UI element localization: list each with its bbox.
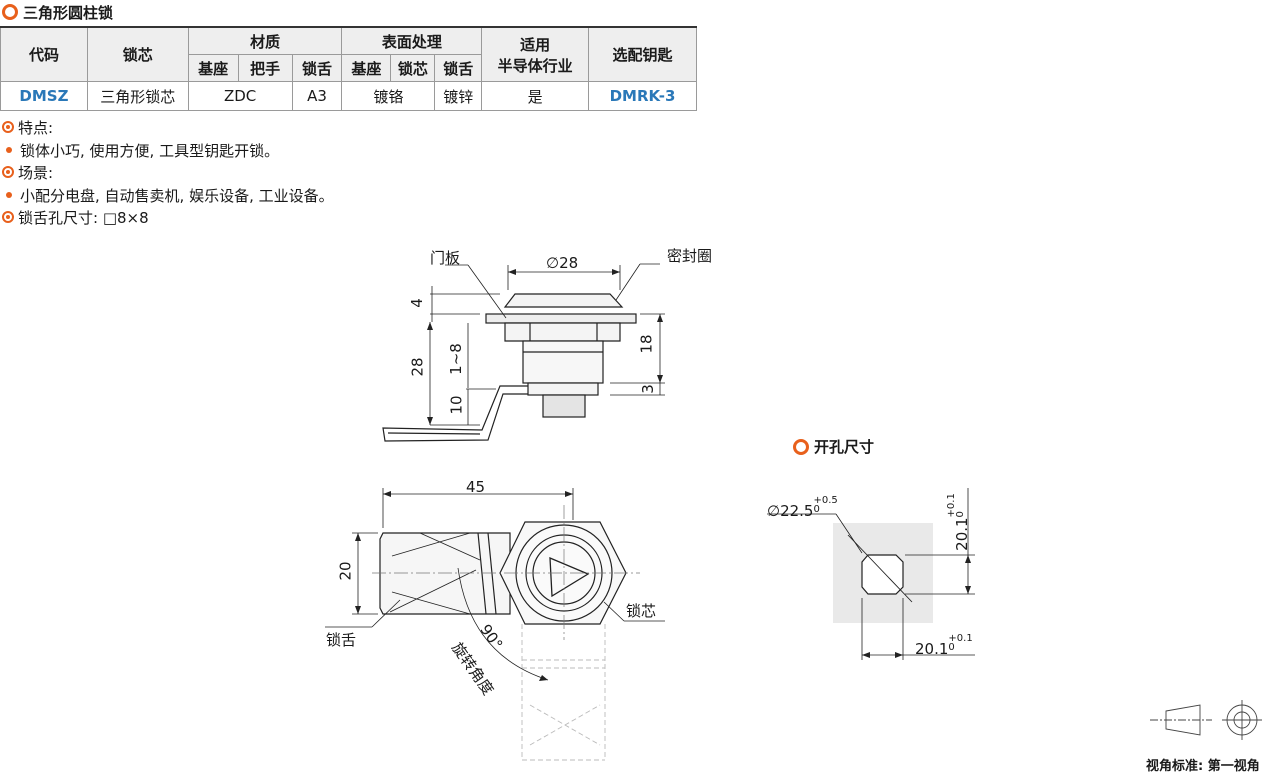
cell-surf-base-core: 镀铬 [341,81,436,111]
view-standard: 视角标准: 第一视角 [1146,759,1260,774]
spec-table: 代码 锁芯 材质 表面处理 适用 半导体行业 选配钥匙 基座 把手 锁舌 基座 … [0,26,697,111]
label-core: 锁芯 [626,602,657,620]
th-semi-line1: 适用 [520,35,551,54]
cutout-dia-tol-up: +0.5 [813,495,838,506]
hole-size-text: 锁舌孔尺寸: □8×8 [18,208,149,227]
th-code: 代码 [0,26,88,82]
cutout-heading: 开孔尺寸 [793,436,874,457]
th-sub: 锁芯 [390,54,436,82]
cutout-dia-tol-dn: 0 [813,504,820,515]
cell-key: DMRK-3 [588,81,697,111]
bullet-icon [6,147,12,153]
dim-dia28: ∅28 [546,254,579,272]
th-sub: 基座 [341,54,392,82]
table-header-row: 代码 锁芯 材质 表面处理 适用 半导体行业 选配钥匙 [0,26,697,82]
th-sub: 把手 [237,54,293,82]
cutout-v-tol-dn: 0 [954,511,966,518]
th-sub: 锁舌 [434,54,483,82]
th-semi-line2: 半导体行业 [497,56,573,75]
features-label: 特点: [18,118,54,137]
dim-20: 20 [336,561,355,581]
th-surface: 表面处理 [341,26,483,55]
cell-code: DMSZ [0,81,88,111]
cell-core: 三角形锁芯 [86,81,189,111]
ring-icon [793,438,809,455]
dim-3: 3 [638,384,657,394]
scene-label: 场景: [18,163,54,182]
dim-4: 4 [407,298,426,308]
th-key: 选配钥匙 [588,26,697,82]
th-sub: 基座 [187,54,239,82]
th-sub: 锁舌 [291,54,343,82]
th-core: 锁芯 [86,26,189,82]
dim-18: 18 [637,334,656,354]
features-text: 锁体小巧, 使用方便, 工具型钥匙开锁。 [20,141,280,160]
dim-angle: 90° [476,620,507,654]
label-door-panel: 门板 [430,249,461,267]
ring-icon [2,4,18,20]
scene-item: 小配分电盘, 自动售卖机, 娱乐设备, 工业设备。 [2,185,334,205]
target-icon [2,166,14,178]
label-seal: 密封圈 [667,247,713,265]
cutout-title: 开孔尺寸 [814,438,875,456]
cell-surf-tongue: 镀锌 [434,81,483,111]
section-title: 三角形圆柱锁 [2,2,113,22]
cell-mat-base-handle: ZDC [187,81,293,111]
cell-semi: 是 [481,81,590,111]
dim-45: 45 [466,478,486,496]
dim-1-8: 1~8 [446,343,465,375]
th-semiconductor: 适用 半导体行业 [481,26,590,82]
scene-text: 小配分电盘, 自动售卖机, 娱乐设备, 工业设备。 [20,186,334,205]
dim-28: 28 [408,357,427,377]
table-subheader-row: 基座 把手 锁舌 基座 锁芯 锁舌 [1,54,697,82]
target-icon [2,211,14,223]
cutout-h-value: 20.1 [915,640,949,658]
features-heading: 特点: [2,117,53,137]
label-tongue: 锁舌 [326,631,357,649]
hole-size: 锁舌孔尺寸: □8×8 [2,207,149,227]
cutout-h-tol-up: +0.1 [948,633,973,644]
table-row: DMSZ 三角形锁芯 ZDC A3 镀铬 镀锌 是 DMRK-3 [0,81,697,111]
cutout-h-tol-dn: 0 [948,642,955,653]
cutout-v-value: 20.1 [952,517,971,551]
title-text: 三角形圆柱锁 [23,3,114,22]
scene-heading: 场景: [2,162,53,182]
dim-10: 10 [447,395,466,415]
cutout-dia-value: ∅22.5 [767,502,814,520]
features-item: 锁体小巧, 使用方便, 工具型钥匙开锁。 [2,140,279,160]
bullet-icon [6,192,12,198]
cell-mat-tongue: A3 [291,81,343,111]
th-material: 材质 [187,26,343,55]
target-icon [2,121,14,133]
